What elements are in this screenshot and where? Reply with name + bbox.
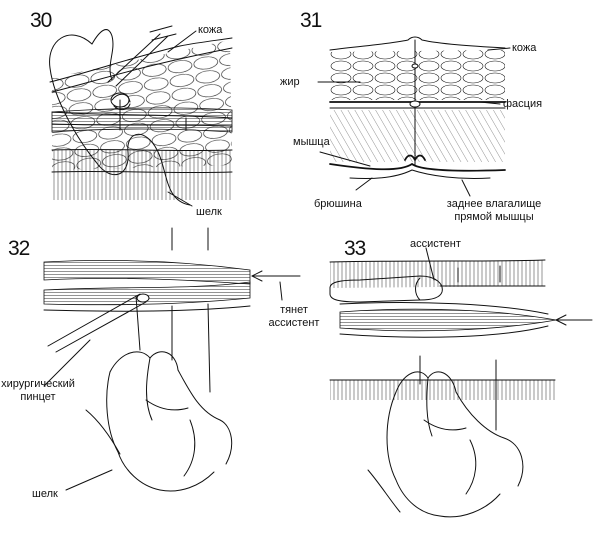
panel-31-label-muscle: мышца xyxy=(293,136,330,148)
panel-32-drawing xyxy=(43,227,301,492)
panel-30-label-silk: шелк xyxy=(196,206,222,218)
panel-32-label-forceps: хирургический пинцет xyxy=(0,378,76,404)
panel-31-label-peritoneum: брюшина xyxy=(314,198,362,210)
panel-30-drawing xyxy=(49,25,233,207)
panel-31-number: 31 xyxy=(300,9,322,32)
panel-33-label-assistant: ассистент xyxy=(410,238,461,250)
panel-31-label-posterior-sheath-line2: прямой мышцы xyxy=(454,211,534,223)
panel-32-label-forceps-line1: хирургический xyxy=(1,378,75,390)
panel-30-number: 30 xyxy=(30,9,52,32)
panel-31-label-fascia: фасция xyxy=(503,98,543,110)
panel-32-label-pulls-line1: тянет xyxy=(280,304,308,316)
panel-30-label-skin: кожа xyxy=(198,24,223,36)
panel-31-label-posterior-sheath-line1: заднее влагалище xyxy=(446,198,542,210)
panel-32-label-assistant-pulls: тянет ассистент xyxy=(264,304,324,330)
panel-33-number: 33 xyxy=(344,237,366,260)
panel-32-label-forceps-line2: пинцет xyxy=(20,391,56,403)
panel-32-label-silk: шелк xyxy=(32,488,58,500)
panel-31-label-skin: кожа xyxy=(512,42,537,54)
panel-32-number: 32 xyxy=(8,237,30,260)
panel-32-label-pulls-line2: ассистент xyxy=(268,317,320,329)
panel-31-label-posterior-sheath: заднее влагалище прямой мышцы xyxy=(436,198,552,224)
panel-31-drawing xyxy=(317,36,511,197)
panel-33-drawing xyxy=(329,247,593,518)
panel-31-label-fat: жир xyxy=(280,76,300,88)
